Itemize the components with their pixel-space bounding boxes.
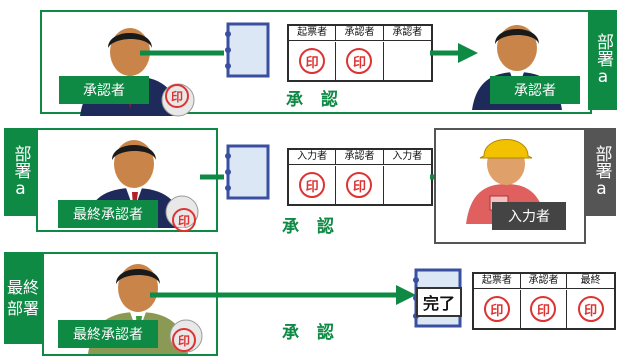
row1-hand-stamp-seal: 印 <box>165 84 189 108</box>
row3-left-dept-tag: 最終部署 <box>4 252 42 344</box>
row1-arrow <box>140 43 478 63</box>
row2-target-label: 入力者 <box>492 202 566 230</box>
row2-approver-label: 最終承認者 <box>58 200 158 228</box>
row2-right-dept-text: 部署a <box>591 145 612 199</box>
row3-col-header: 起票者 <box>474 274 521 289</box>
row2-document-icon <box>225 144 270 200</box>
row1-col-header: 承認者 <box>383 26 431 41</box>
row3-left-dept-text: 最終部署 <box>6 278 39 318</box>
row3-done-label: 完了 <box>416 287 463 317</box>
row1-dept-text: 部署a <box>593 33 613 87</box>
row2-stamp-cell: 印 <box>289 166 337 204</box>
row1-stamp-table: 起票者 承認者 承認者 印 印 <box>287 24 433 82</box>
row2-col-header: 承認者 <box>336 150 384 165</box>
row1-stamp-cell: 印 <box>289 42 337 80</box>
row2-stamp-cell: 印 <box>336 166 384 204</box>
row1-dept-tag: 部署a <box>588 10 617 110</box>
seal-mark: 印 <box>346 172 373 198</box>
row2-stamp-table: 入力者 承認者 入力者 印 印 <box>287 148 433 206</box>
seal-mark: 印 <box>299 172 326 198</box>
row2-right-dept-tag: 部署a <box>586 128 616 216</box>
row2-hand-stamp-seal: 印 <box>172 208 196 232</box>
seal-mark: 印 <box>483 296 510 322</box>
row3-col-header: 承認者 <box>520 274 568 289</box>
row2-left-dept-tag: 部署a <box>4 128 36 216</box>
seal-mark: 印 <box>346 48 373 74</box>
seal-mark: 印 <box>577 296 604 322</box>
row3-hand-stamp-seal: 印 <box>172 328 196 352</box>
seal-mark: 印 <box>299 48 326 74</box>
row1-document-icon <box>225 22 270 78</box>
row2-action-text: 承 認 <box>282 217 340 237</box>
row3-action-text: 承 認 <box>282 323 340 343</box>
row1-stamp-cell: 印 <box>336 42 384 80</box>
row2-col-header: 入力者 <box>383 150 431 165</box>
row2-left-dept-text: 部署a <box>10 145 31 199</box>
row2-col-header: 入力者 <box>289 150 337 165</box>
row3-stamp-cell: 印 <box>521 290 568 328</box>
row3-stamp-cell: 印 <box>474 290 521 328</box>
row1-col-header: 承認者 <box>336 26 384 41</box>
row3-col-header: 最終 <box>567 274 614 289</box>
row3-arrow <box>150 285 416 305</box>
seal-mark: 印 <box>530 296 557 322</box>
row3-stamp-table: 起票者 承認者 最終 印 印 印 <box>472 272 616 330</box>
row1-action-text: 承 認 <box>286 90 344 110</box>
row1-target-label: 承認者 <box>490 76 580 104</box>
row3-approver-label: 最終承認者 <box>58 320 158 348</box>
row1-col-header: 起票者 <box>289 26 337 41</box>
row1-approver-label: 承認者 <box>59 76 149 104</box>
row3-stamp-cell: 印 <box>567 290 614 328</box>
